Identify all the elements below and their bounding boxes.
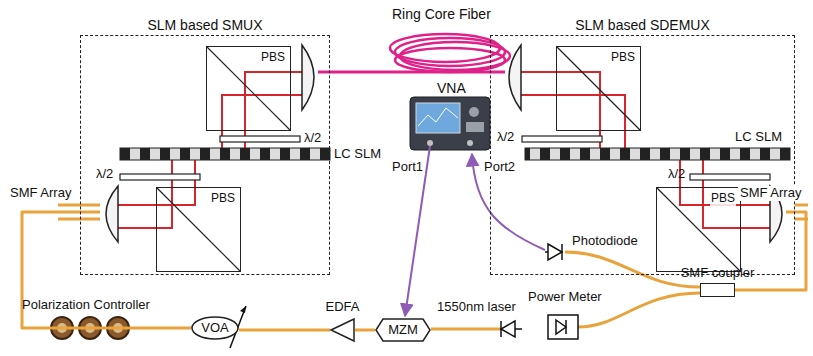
module-heading: SLM based SDEMUX xyxy=(575,17,710,33)
port-label: Port1 xyxy=(390,160,425,175)
detector-label: Photodiode xyxy=(572,234,638,249)
lc-slm-bar xyxy=(120,148,330,160)
sdemux-module: SLM based SDEMUXPBSPBS xyxy=(490,35,795,275)
vna-instrument xyxy=(410,97,490,150)
fiber-connector xyxy=(22,212,191,328)
fiber-connector xyxy=(330,71,490,74)
waveplate-label: λ/2 xyxy=(304,131,321,146)
waveplate-label: λ/2 xyxy=(497,130,514,145)
port-label: Port2 xyxy=(482,160,517,175)
laser-symbol xyxy=(501,321,522,337)
node-label: PBS xyxy=(210,192,236,206)
photodiode-symbol xyxy=(545,244,562,260)
fiber-connector xyxy=(355,329,375,332)
node-label: EDFA xyxy=(326,300,360,315)
instrument-label: VNA xyxy=(437,80,466,96)
controller-label: Polarization Controller xyxy=(22,298,150,313)
variable-arrow-head xyxy=(240,306,246,313)
waveplate-label: λ/2 xyxy=(668,167,685,182)
node-label: VOA xyxy=(201,321,228,336)
node-label: PBS xyxy=(260,51,286,65)
voa: VOA xyxy=(191,316,239,340)
lc-slm-bar xyxy=(525,148,790,160)
smux-module: SLM based SMUXPBSPBS xyxy=(80,35,330,275)
pbs-cube: PBS xyxy=(206,46,291,131)
slm-label: LC SLM xyxy=(334,147,381,162)
array-label: SMF Array xyxy=(738,186,803,201)
lens xyxy=(106,45,782,242)
pbs-cube: PBS xyxy=(556,46,641,131)
pbs-cube: PBS xyxy=(156,187,241,272)
fiber-coil xyxy=(390,34,510,72)
node-label: MZM xyxy=(388,323,418,338)
laser-label: 1550nm laser xyxy=(437,300,516,315)
node-label: PBS xyxy=(710,192,736,206)
smf-coupler: SMF coupler xyxy=(700,283,735,297)
fiber xyxy=(58,205,808,329)
fiber-connector xyxy=(239,329,330,332)
node-label: PBS xyxy=(610,51,636,65)
edfa: EDFA xyxy=(330,318,355,342)
rf-cable xyxy=(472,154,545,250)
slm-label: LC SLM xyxy=(735,130,782,145)
meter-label: Power Meter xyxy=(528,290,602,305)
array-label: SMF Array xyxy=(8,186,73,201)
power-meter-symbol xyxy=(548,315,578,339)
waveplate-label: λ/2 xyxy=(96,167,113,182)
node-label: SMF coupler xyxy=(681,266,755,281)
fiber-label: Ring Core Fiber xyxy=(392,6,491,22)
fiber-pink xyxy=(318,71,505,74)
pbs-cube: PBS xyxy=(656,187,741,272)
mzm: MZM xyxy=(375,318,431,342)
module-heading: SLM based SMUX xyxy=(147,17,262,33)
node-outline xyxy=(330,318,355,342)
